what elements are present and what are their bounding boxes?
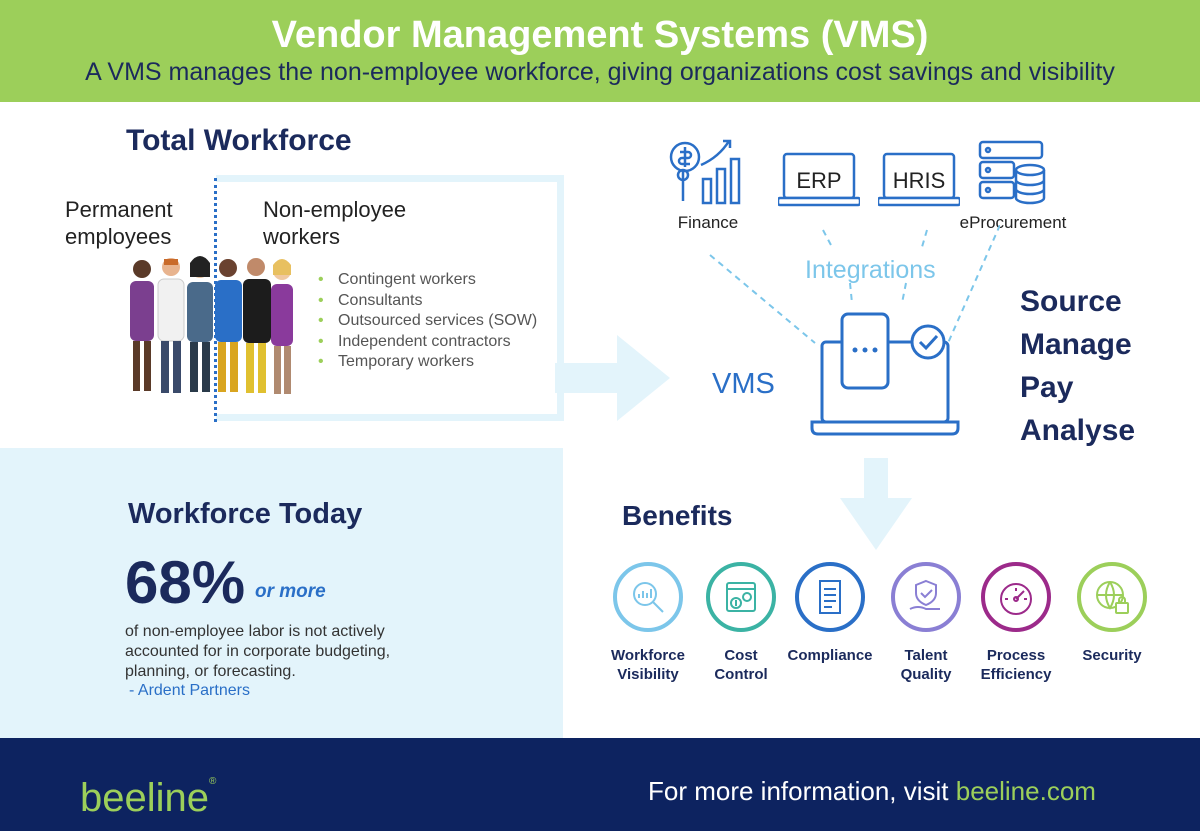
benefit-security: Security (1060, 562, 1164, 665)
action-pay: Pay (1020, 371, 1074, 404)
erp-laptop-icon (778, 152, 860, 207)
globe-lock-icon (1077, 562, 1147, 632)
benefit-workforce-visibility: Workforce Visibility (596, 562, 700, 684)
stat-description: of non-employee labor is not actively ac… (125, 623, 391, 680)
total-workforce-title: Total Workforce (126, 124, 352, 157)
header-banner (0, 0, 1200, 102)
benefit-label: Compliance (787, 647, 873, 664)
stat-source: - Ardent Partners (129, 682, 250, 699)
logo-text: beeline (80, 776, 210, 820)
benefit-label: Workforce Visibility (611, 647, 685, 683)
list-item: Outsourced services (SOW) (318, 311, 537, 332)
page-title: Vendor Management Systems (VMS) (271, 14, 929, 56)
list-item: Independent contractors (318, 332, 537, 353)
footer-text: For more information, visit (648, 776, 956, 806)
list-item: Consultants (318, 291, 537, 312)
page-subtitle: A VMS manages the non-employee workforce… (85, 58, 1115, 86)
arrow-down-icon (840, 458, 912, 550)
stat-percent: 68% (125, 549, 246, 616)
benefits-title: Benefits (622, 500, 733, 531)
benefit-label: Security (1082, 647, 1142, 664)
server-database-icon (978, 140, 1046, 205)
nonemployee-list: Contingent workers Consultants Outsource… (318, 270, 537, 373)
benefit-talent-quality: Talent Quality (874, 562, 978, 684)
document-icon (795, 562, 865, 632)
finance-label: Finance (677, 213, 739, 232)
integrations-label: Integrations (805, 256, 936, 284)
person-1 (130, 260, 154, 391)
person-4 (215, 259, 242, 392)
person-2 (157, 258, 185, 393)
footer-cta: For more information, visit beeline.com (648, 776, 1096, 807)
vms-label: VMS (712, 368, 775, 400)
list-item: Contingent workers (318, 270, 537, 291)
hris-laptop-icon (878, 152, 960, 207)
people-illustration (130, 256, 293, 394)
vms-laptop-icon (810, 312, 960, 436)
nonemployee-workers-label: Non-employee workers (263, 197, 407, 249)
finance-icon (669, 139, 741, 205)
permanent-employees-label: Permanent employees (65, 197, 173, 249)
action-source: Source (1020, 285, 1122, 318)
benefit-label: Process Efficiency (980, 647, 1052, 683)
benefit-process-efficiency: Process Efficiency (964, 562, 1068, 684)
cost-gear-icon (706, 562, 776, 632)
magnifier-chart-icon (613, 562, 683, 632)
workforce-today-title: Workforce Today (128, 498, 363, 530)
footer (0, 738, 1200, 831)
workforce-today-panel (0, 448, 563, 738)
person-5 (243, 258, 271, 393)
beeline-logo: beeline® (80, 776, 216, 821)
arrow-right-icon (555, 335, 670, 421)
erp-label: ERP (796, 168, 842, 193)
person-6 (271, 259, 293, 394)
action-manage: Manage (1020, 328, 1132, 361)
footer-link[interactable]: beeline.com (955, 776, 1096, 806)
vms-actions: Source Manage Pay Analyse (1020, 280, 1135, 452)
benefit-compliance: Compliance (778, 562, 882, 665)
benefit-label: Talent Quality (900, 647, 952, 683)
hris-label: HRIS (892, 168, 946, 193)
stat-or-more: or more (255, 581, 326, 602)
integration-connectors (709, 225, 1000, 344)
list-item: Temporary workers (318, 352, 537, 373)
benefit-cost-control: Cost Control (689, 562, 793, 684)
hand-shield-icon (891, 562, 961, 632)
person-3 (187, 256, 213, 392)
eprocurement-label: eProcurement (959, 213, 1067, 232)
benefit-label: Cost Control (714, 647, 768, 683)
logo-registered-mark: ® (209, 776, 217, 787)
action-analyse: Analyse (1020, 414, 1136, 447)
gauge-icon (981, 562, 1051, 632)
